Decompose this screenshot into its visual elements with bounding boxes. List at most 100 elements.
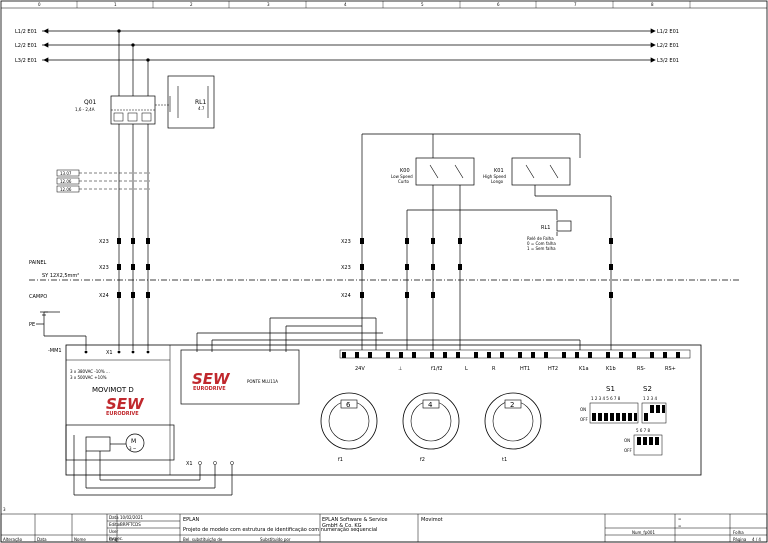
rl1-coil-desc1: Relé de Falha (527, 236, 554, 241)
control-wiring (361, 133, 612, 350)
x1-bottom-label: X1 (186, 461, 193, 467)
strip-ht1: HT1 (520, 366, 530, 372)
bridge-mlu11a (180, 349, 300, 405)
terminal-strip (339, 349, 691, 359)
bridge-label: PONTE MLU11A (247, 379, 278, 384)
col-7: 7 (574, 2, 577, 7)
breaker-q01 (110, 95, 171, 125)
switch-s1-on: ON (580, 407, 586, 412)
painel-label: PAINEL (29, 260, 46, 266)
dial-f1-label: f1 (338, 457, 343, 463)
strip-k1b: K1b (606, 366, 616, 372)
side-box-1: 13.07 (60, 171, 72, 176)
campo-label: CAMPO (29, 294, 47, 300)
switch-s2b-off: OFF (624, 448, 632, 453)
motor-box (65, 424, 233, 496)
side-box-links (79, 172, 150, 190)
col-1: 1 (114, 2, 117, 7)
tb-eplan: EPLAN (183, 517, 199, 523)
dip-switch-s1 (589, 402, 639, 424)
strip-k1a: K1a (579, 366, 589, 372)
k01-desc2: Longo (491, 179, 504, 184)
strip-ht2: HT2 (548, 366, 558, 372)
tb-inspection-label: Inspec. (109, 536, 123, 541)
motor-letter: M (131, 438, 136, 445)
voltage-1: 3 x 380VAC -10% ... (70, 369, 110, 374)
phase-wires (117, 29, 150, 350)
k00-desc2: Curto (398, 179, 410, 184)
title-block (0, 513, 768, 543)
sheet-row: 3 (3, 507, 6, 512)
k01-tag: K01 (494, 168, 504, 174)
x1-bottom-terminals (198, 461, 234, 465)
rl1-value: 4.7 (198, 106, 205, 111)
breaker-rating: 1,6 - 2,4A (75, 107, 95, 112)
k00-tag: K00 (400, 168, 410, 174)
tb-date-label: Data (109, 515, 119, 520)
col-3: 3 (267, 2, 270, 7)
tb-footer-data: Data (37, 537, 47, 542)
module-title: MOVIMOT D (92, 386, 134, 394)
col-4: 4 (344, 2, 347, 7)
terminal-blocks (117, 238, 613, 298)
dial-t1-value: 2 (510, 401, 514, 409)
sew-logo-bridge-sub: EURODRIVE (193, 386, 226, 392)
dial-f2 (402, 392, 460, 450)
strip-rs-minus: RS- (637, 366, 646, 372)
tb-company2: GmbH & Co. KG (322, 523, 362, 529)
x1-top-terminals (84, 350, 150, 354)
strip-f1f2: f1/f2 (431, 366, 443, 372)
motor-phase: 3 ~ (129, 446, 136, 451)
strip-gnd: ⊥ (398, 366, 402, 372)
tb-editor: BRPFTCDS (120, 522, 141, 527)
dial-t1-label: t1 (502, 457, 507, 463)
col-6: 6 (497, 2, 500, 7)
tb-folio-label: Folha (733, 530, 744, 535)
breaker-tag: Q01 (84, 99, 97, 106)
k00-desc1: Low Speed (391, 174, 413, 179)
x24-left: X24 (99, 293, 109, 299)
dip-switch-s2 (641, 402, 667, 424)
strip-r: R (492, 366, 496, 372)
k00-relay (415, 157, 475, 186)
tb-footer-nome: Nome (74, 537, 86, 542)
tb-page: 4 / 4 (752, 537, 761, 542)
k01-desc1: High Speed (483, 174, 506, 179)
tb-page-label: Página (733, 537, 747, 542)
tb-sheet-ref: Num_fp001 (632, 530, 655, 535)
power-lines (42, 28, 656, 63)
line-l1-left: L1/2 E01 (15, 29, 37, 35)
cable-label: SY 12X2,5mm² (42, 273, 79, 279)
x23-left-a: X23 (99, 239, 109, 245)
switch-s1-numbers: 1 2 3 4 5 6 7 8 (591, 396, 621, 401)
switch-s1-off: OFF (580, 417, 588, 422)
tb-doc: Movimot (421, 517, 443, 523)
switch-s2b-numbers: 5 6 7 8 (636, 428, 650, 433)
tb-eq-2: = (678, 523, 681, 528)
switch-s2-numbers: 1 2 3 4 (643, 396, 657, 401)
dial-f1-value: 6 (346, 401, 351, 409)
rl1-coil-tag: RL1 (541, 225, 550, 231)
tb-editor-label: Editor (109, 522, 121, 527)
line-l1-right: L1/2 E01 (657, 29, 679, 35)
side-box-3: 12.06 (60, 187, 72, 192)
dial-t1 (484, 392, 542, 450)
dial-f1 (320, 392, 378, 450)
strip-24v: 24V (355, 366, 365, 372)
x23-right-b: X23 (341, 265, 351, 271)
bridge-wiring (196, 317, 581, 352)
x1-top-label: X1 (106, 350, 113, 356)
switch-s1-label: S1 (606, 385, 615, 393)
tb-footer-subst-de: Bel. substituição de (183, 537, 223, 542)
side-box-2: 12.06 (60, 179, 72, 184)
line-l3-right: L3/2 E01 (657, 58, 679, 64)
tb-company: EPLAN Software & Service (322, 517, 387, 523)
rl1-tag: RL1 (195, 99, 207, 106)
sew-logo-bridge: SEW (192, 370, 231, 388)
dip-switch-s2b (633, 434, 663, 456)
column-ruler: 0 1 2 3 4 5 6 7 8 (38, 1, 691, 8)
dial-f2-value: 4 (428, 401, 433, 409)
tb-footer-alteracao: Alteração (3, 537, 23, 542)
